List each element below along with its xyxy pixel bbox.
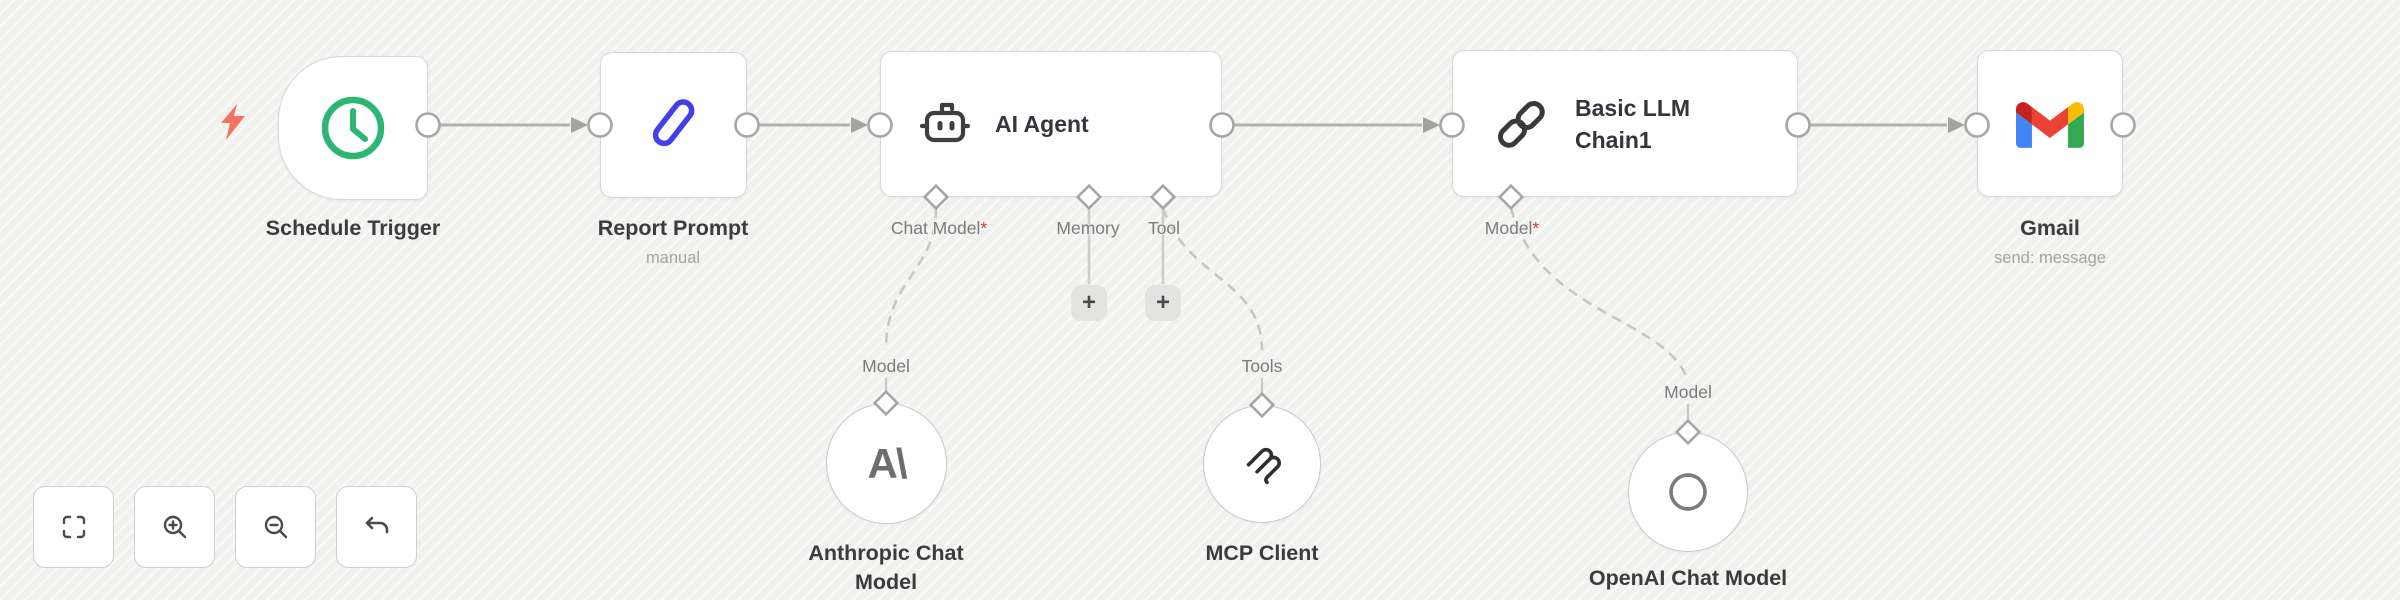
pencil-icon xyxy=(652,99,694,147)
undo-button[interactable] xyxy=(336,486,417,568)
gmail-logo-icon xyxy=(2016,101,2084,148)
lightning-bolt-icon xyxy=(221,104,245,140)
label-openai-chat-model: OpenAI Chat Model xyxy=(1588,566,1788,590)
port-label-tool: Tool xyxy=(1147,218,1181,238)
basic-llm-chain-title: Basic LLM Chain1 xyxy=(1575,94,1691,153)
node-basic-llm-chain[interactable]: Basic LLM Chain1 xyxy=(1452,50,1798,197)
node-report-prompt[interactable] xyxy=(600,52,747,198)
node-mcp-client[interactable] xyxy=(1203,405,1321,523)
node-gmail[interactable] xyxy=(1977,50,2123,197)
node-ai-agent[interactable]: AI Agent xyxy=(880,51,1222,197)
port-label-chat-model-text: Chat Model xyxy=(890,218,981,238)
zoom-in-icon xyxy=(163,515,186,539)
clock-icon xyxy=(321,96,385,160)
sublabel-report-prompt: manual xyxy=(645,249,701,267)
required-asterisk: * xyxy=(980,218,988,238)
ai-agent-title: AI Agent xyxy=(995,111,1089,137)
node-schedule-trigger[interactable] xyxy=(278,56,428,200)
port-label-openai-model: Model xyxy=(1664,382,1712,402)
undo-icon xyxy=(365,516,388,534)
label-anthropic-chat-model: Anthropic Chat Model xyxy=(808,541,964,594)
port-label-chat-model: Chat Model* xyxy=(891,218,987,239)
openai-logo-icon xyxy=(1669,473,1707,511)
port-label-memory: Memory xyxy=(1056,218,1120,238)
label-mcp-client: MCP Client xyxy=(1205,541,1319,565)
port-label-mcp-tools: Tools xyxy=(1241,356,1283,376)
chain-link-icon xyxy=(1497,100,1545,148)
required-asterisk: * xyxy=(1532,218,1540,238)
zoom-in-button[interactable] xyxy=(134,486,215,568)
port-label-anthropic-model: Model xyxy=(862,356,910,376)
robot-icon xyxy=(919,102,971,143)
canvas-controls xyxy=(33,486,417,568)
zoom-out-icon xyxy=(264,515,287,539)
node-anthropic-chat-model[interactable]: A\ xyxy=(826,403,947,524)
label-gmail: Gmail xyxy=(2020,216,2080,240)
sublabel-gmail: send: message xyxy=(1994,249,2106,267)
port-label-model-text: Model xyxy=(1484,218,1533,238)
label-report-prompt: Report Prompt xyxy=(597,216,749,240)
port-label-model-llm: Model* xyxy=(1485,218,1539,239)
fit-view-button[interactable] xyxy=(33,486,114,568)
zoom-out-button[interactable] xyxy=(235,486,316,568)
node-openai-chat-model[interactable] xyxy=(1628,432,1748,552)
label-schedule-trigger: Schedule Trigger xyxy=(265,216,441,240)
add-tool-button[interactable]: + xyxy=(1145,285,1181,321)
add-memory-button[interactable]: + xyxy=(1071,285,1107,321)
anthropic-logo-icon: A\ xyxy=(867,439,908,487)
fit-view-icon xyxy=(62,515,85,539)
mcp-logo-icon xyxy=(1246,447,1281,485)
